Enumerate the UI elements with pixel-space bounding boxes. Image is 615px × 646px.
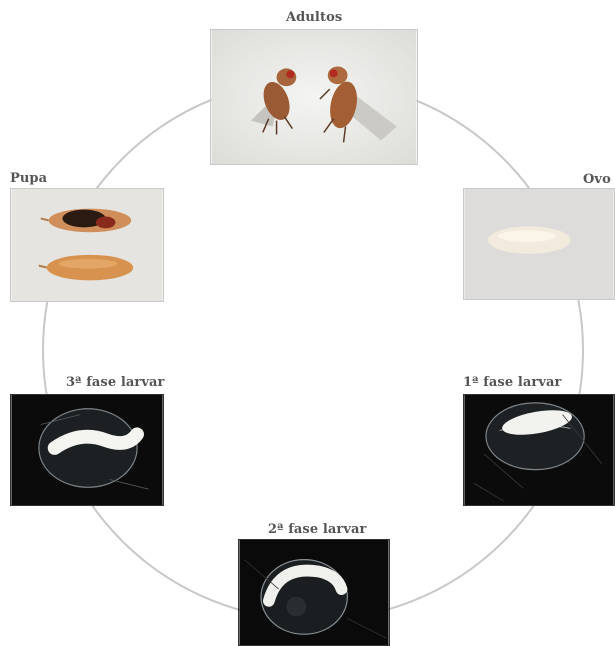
photo-pupa [10,188,164,302]
photo-fase1 [463,394,615,506]
egg-image [464,189,614,299]
label-ovo: Ovo [583,172,611,187]
photo-fase2 [238,539,390,646]
label-fase2: 2ª fase larvar [268,522,366,537]
photo-fase3 [10,394,164,506]
label-pupa: Pupa [10,171,47,186]
adult-flies-image [211,30,417,164]
larva-stage-1-image [464,395,614,505]
pupa-image [11,189,163,301]
photo-ovo [463,188,615,300]
larva-stage-3-image [11,395,163,505]
label-fase1: 1ª fase larvar [463,375,561,390]
photo-adultos [210,29,418,165]
label-fase3: 3ª fase larvar [66,375,164,390]
larva-stage-2-image [239,540,389,645]
label-adultos: Adultos [286,10,342,25]
